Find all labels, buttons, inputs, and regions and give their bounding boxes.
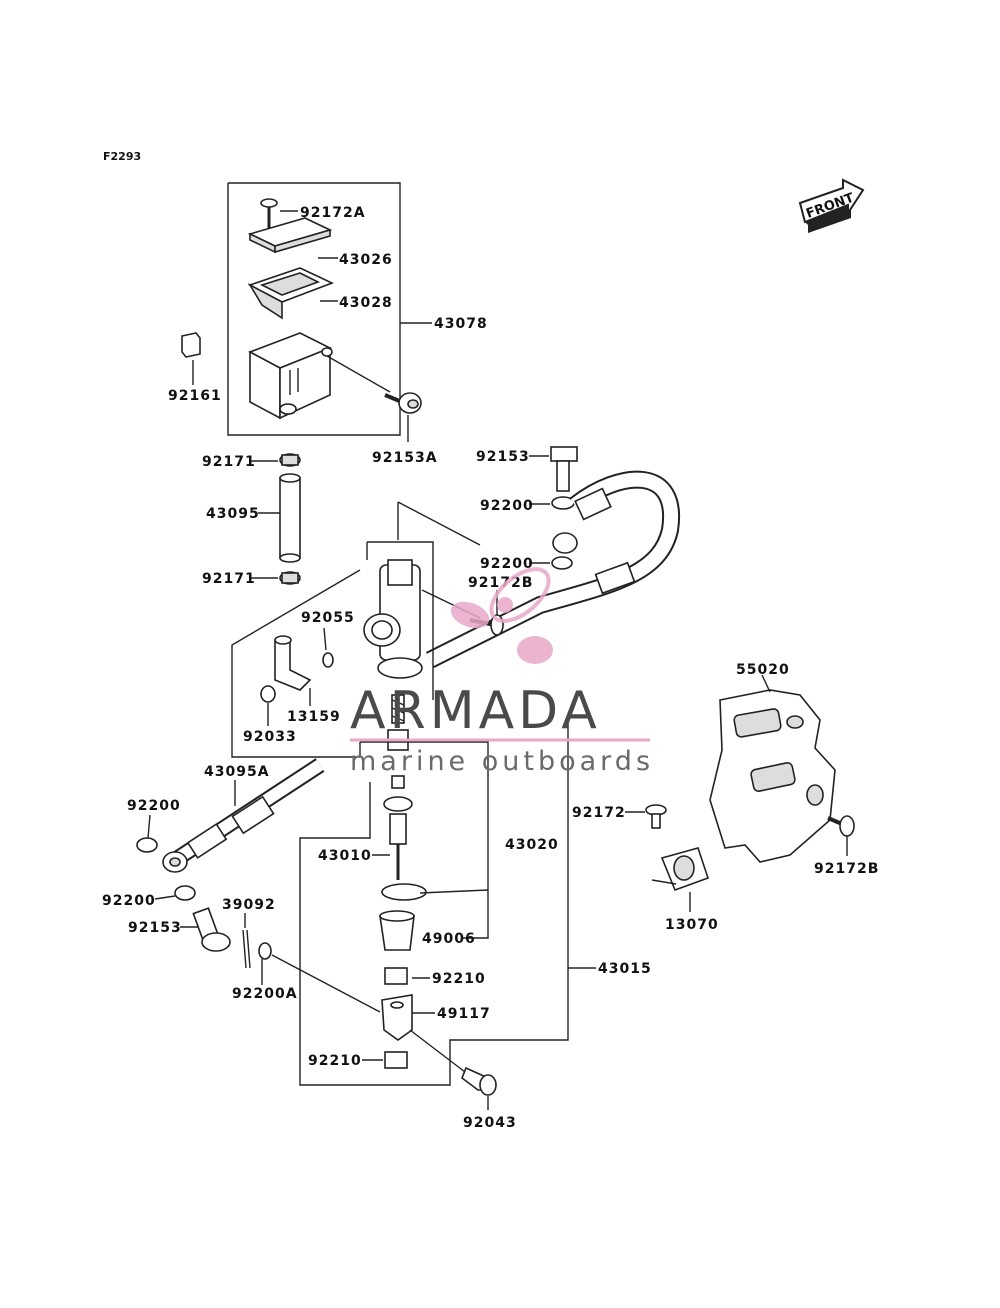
part-43010-label: 43010 xyxy=(318,848,372,864)
part-92172B-top-label: 92172B xyxy=(468,575,533,591)
part-92055-label: 92055 xyxy=(301,610,355,626)
part-92172A-label: 92172A xyxy=(300,205,366,221)
part-43020-label: 43020 xyxy=(505,837,559,853)
part-92172-shape xyxy=(625,804,667,829)
part-92171-bottom-label: 92171 xyxy=(202,571,256,587)
part-92153-top-shape xyxy=(529,446,578,510)
part-55020-label: 55020 xyxy=(736,662,790,678)
part-13159-label: 13159 xyxy=(287,709,341,725)
part-55020-shape xyxy=(709,674,836,863)
part-92200A-label: 92200A xyxy=(232,986,298,1002)
part-92161-shape xyxy=(181,332,201,385)
hose-43095-shape xyxy=(250,453,301,585)
part-43026-label: 43026 xyxy=(339,252,393,268)
armada-watermark: ARMADA marine outboards xyxy=(350,567,654,777)
part-92210-top-label: 92210 xyxy=(432,971,486,987)
part-92043-shape xyxy=(409,1029,497,1110)
part-13070-shape xyxy=(651,847,710,912)
part-92033-label: 92033 xyxy=(243,729,297,745)
part-92043-label: 92043 xyxy=(463,1115,517,1131)
part-92172B-right-shape xyxy=(827,815,855,856)
part-92200-left-label: 92200 xyxy=(127,798,181,814)
fitting-group-shape xyxy=(231,569,361,758)
part-49117-label: 49117 xyxy=(437,1006,491,1022)
part-92153A-label: 92153A xyxy=(372,450,438,466)
master-cylinder-body-shape xyxy=(363,501,481,700)
part-92171-top-label: 92171 xyxy=(202,454,256,470)
part-39092-label: 39092 xyxy=(222,897,276,913)
watermark-brand: ARMADA xyxy=(350,681,601,741)
part-43028-label: 43028 xyxy=(339,295,393,311)
brake-hose-shape xyxy=(425,470,681,669)
reservoir-group xyxy=(227,182,432,436)
part-13070-label: 13070 xyxy=(665,917,719,933)
part-92210-bottom-label: 92210 xyxy=(308,1053,362,1069)
part-43078-label: 43078 xyxy=(434,316,488,332)
part-92153-top-label: 92153 xyxy=(476,449,530,465)
part-43095-label: 43095 xyxy=(206,506,260,522)
part-49006-label: 49006 xyxy=(422,931,476,947)
part-92172B-right-label: 92172B xyxy=(814,861,879,877)
diagram-code: F2293 xyxy=(103,150,141,163)
watermark-tagline: marine outboards xyxy=(350,746,654,777)
hose-43095A-shape xyxy=(162,758,325,873)
part-92161-label: 92161 xyxy=(168,388,222,404)
part-43095A-label: 43095A xyxy=(204,764,270,780)
part-43015-label: 43015 xyxy=(598,961,652,977)
propeller-logo-icon xyxy=(450,567,553,664)
part-92153-lower-label: 92153 xyxy=(128,920,182,936)
part-92200-top-label: 92200 xyxy=(480,498,534,514)
part-92200-mid-label: 92200 xyxy=(480,556,534,572)
lower-left-fittings-shape xyxy=(136,814,381,1013)
front-arrow-icon: FRONT xyxy=(798,178,865,233)
part-92200-lower-label: 92200 xyxy=(102,893,156,909)
part-92153A-shape xyxy=(384,392,422,442)
part-92172-label: 92172 xyxy=(572,805,626,821)
